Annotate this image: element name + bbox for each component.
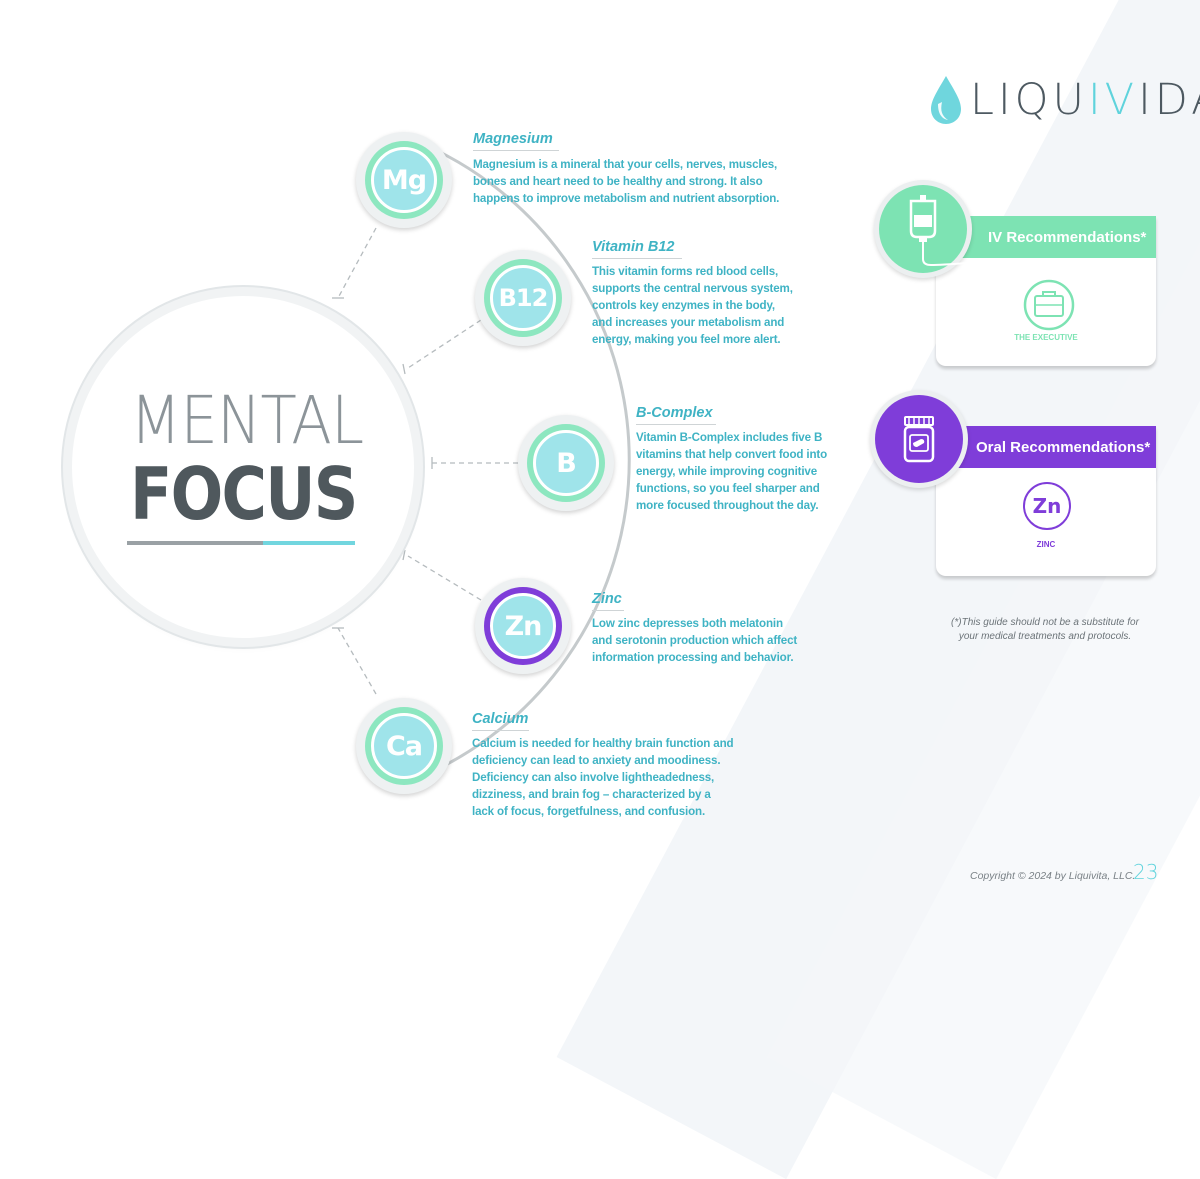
iv-item-label: THE EXECUTIVE: [1014, 333, 1078, 342]
hero-title-line2: FOCUS: [130, 452, 358, 536]
b-complex-title: B-Complex: [636, 405, 716, 425]
node-symbol: Zn: [490, 593, 556, 659]
magnesium-title: Magnesium: [473, 131, 559, 151]
calcium-node: Ca: [356, 698, 452, 794]
pill-bottle-icon: [903, 416, 935, 463]
pill-bottle-badge: [870, 390, 968, 488]
calcium-description: Calcium is needed for healthy brain func…: [472, 737, 734, 818]
zinc-title: Zinc: [592, 591, 624, 611]
b-complex-description: Vitamin B-Complex includes five B vitami…: [636, 431, 828, 512]
oral-card-header: Oral Recommendations*: [936, 426, 1156, 468]
vitamin-b12-node: B12: [475, 250, 571, 346]
oral-recommendations-card: Oral Recommendations* Zn ZINC: [936, 426, 1156, 576]
zinc-node: Zn: [475, 578, 571, 674]
node-symbol: Ca: [371, 713, 437, 779]
copyright-text: Copyright © 2024 by Liquivita, LLC.: [970, 870, 1136, 882]
disclaimer: (*)This guide should not be a substitute…: [940, 616, 1150, 644]
brand-part: IDA: [1138, 75, 1200, 125]
node-symbol: B: [533, 430, 599, 496]
node-ring: B: [527, 424, 605, 502]
brand-part: LIQU: [970, 75, 1088, 125]
vitamin-b12-title: Vitamin B12: [592, 239, 682, 259]
magnesium-description: Magnesium is a mineral that your cells, …: [473, 158, 780, 205]
disclaimer-line2: your medical treatments and protocols.: [958, 631, 1132, 642]
node-ring: Ca: [365, 707, 443, 785]
liquivida-logo: LIQUIVIDA ®: [928, 72, 1200, 128]
node-symbol: Mg: [371, 147, 437, 213]
vitamin-b12-description: This vitamin forms red blood cells, supp…: [592, 265, 793, 346]
calcium-title: Calcium: [472, 711, 529, 731]
briefcase-icon: [1023, 279, 1075, 331]
zinc-description: Low zinc depresses both melatonin and se…: [592, 617, 798, 664]
disclaimer-line1: (*)This guide should not be a substitute…: [951, 617, 1139, 628]
magnesium-node: Mg: [356, 132, 452, 228]
page-number: 23: [1133, 860, 1159, 884]
hero-underline: [127, 541, 355, 545]
mental-focus-circle: [72, 296, 414, 638]
node-ring: Zn: [484, 587, 562, 665]
zinc-item-icon: Zn: [1023, 482, 1071, 530]
iv-bag-badge-inner: [879, 185, 968, 273]
brand-iv: IV: [1087, 75, 1139, 125]
b-complex-node: B: [518, 415, 614, 511]
hero-title-line1: MENTAL: [130, 382, 364, 459]
node-ring: B12: [484, 259, 562, 337]
node-symbol: B12: [490, 265, 556, 331]
iv-recommendations-card: IV Recommendations* THE EXECUTIVE: [936, 216, 1156, 366]
iv-card-header: IV Recommendations*: [936, 216, 1156, 258]
brand-wordmark: LIQUIVIDA: [970, 74, 1200, 126]
connector-lines: [332, 133, 631, 787]
oral-item-label: ZINC: [1036, 540, 1056, 549]
iv-bag-icon: [909, 195, 968, 267]
iv-bag-badge: [874, 180, 972, 278]
droplet-logo-icon: [931, 76, 961, 124]
zinc-item-symbol: Zn: [1032, 494, 1062, 518]
iv-card-title: IV Recommendations*: [988, 228, 1147, 246]
oral-card-title: Oral Recommendations*: [976, 438, 1151, 456]
pill-bottle-badge-inner: [875, 395, 963, 483]
node-ring: Mg: [365, 141, 443, 219]
